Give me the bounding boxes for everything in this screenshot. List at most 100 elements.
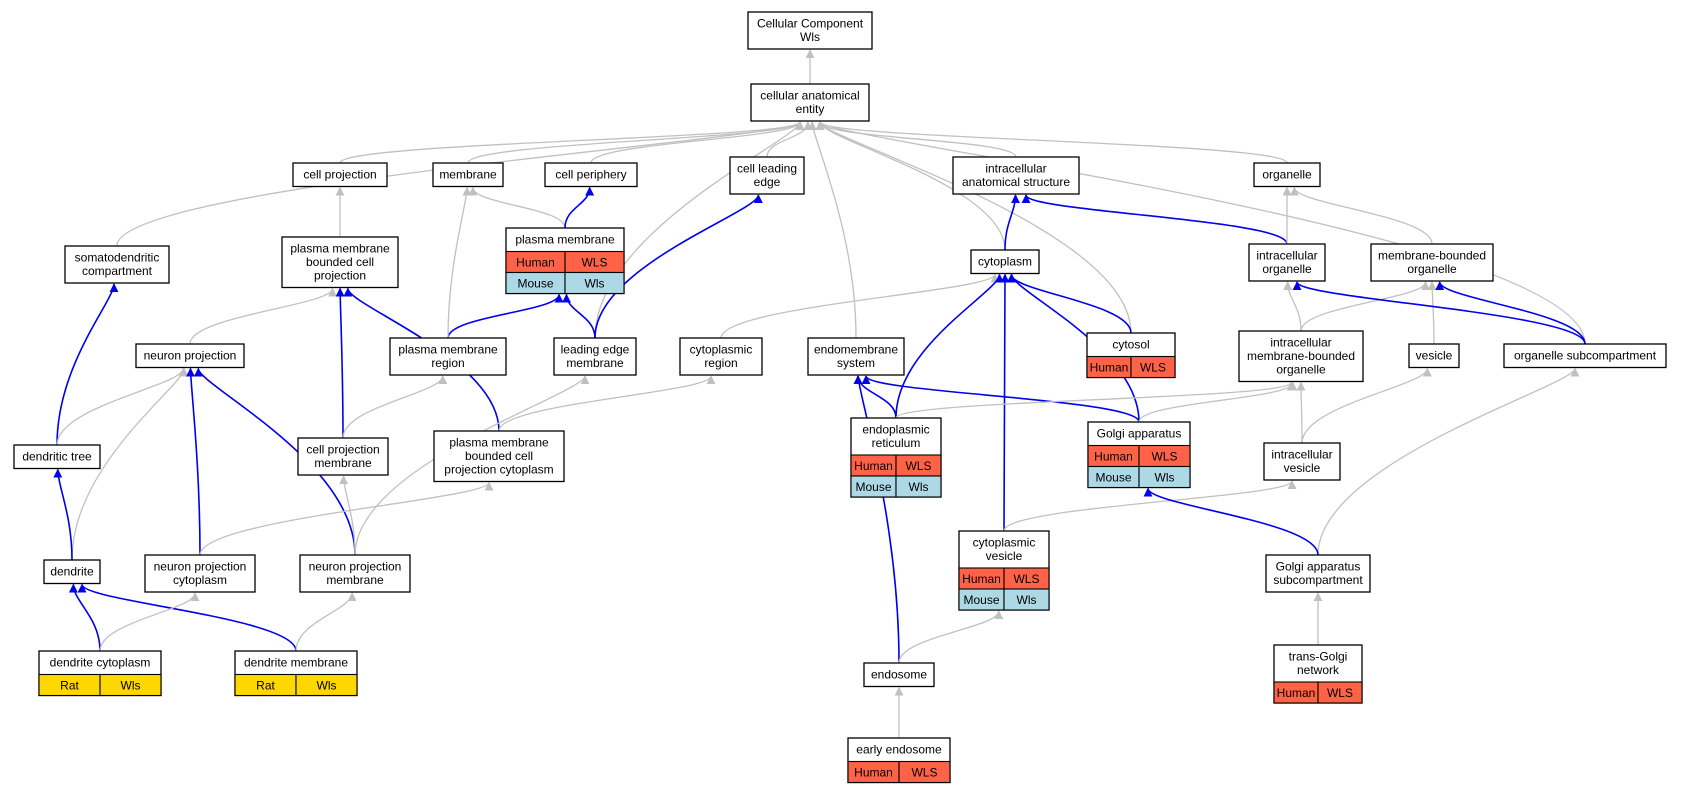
node-label: plasma membrane xyxy=(449,436,549,450)
node-label: intracellular xyxy=(985,162,1046,176)
edge-part-of-leading-edge-membrane-to-plasma-membrane xyxy=(562,293,596,339)
species-label: Mouse xyxy=(963,593,999,607)
node-vesicle[interactable]: vesicle xyxy=(1408,343,1460,369)
node-label: reticulum xyxy=(872,436,921,450)
edge-part-of-plasma-membrane-to-cell-periphery xyxy=(564,186,595,229)
node-box xyxy=(281,236,399,289)
node-dendrite[interactable]: dendrite xyxy=(43,559,101,585)
node-label: cytoplasmic xyxy=(690,343,753,357)
gene-label: Wls xyxy=(121,679,141,693)
node-label: dendrite cytoplasm xyxy=(50,656,151,670)
node-box xyxy=(544,162,638,188)
species-label: Human xyxy=(516,256,555,270)
edge-is-a-cell-leading-edge-to-cae xyxy=(766,121,813,158)
node-label: projection cytoplasm xyxy=(444,463,553,477)
node-label: region xyxy=(431,356,464,370)
node-label: endosome xyxy=(871,668,927,682)
node-organelle-subcompartment[interactable]: organelle subcompartment xyxy=(1503,343,1667,369)
gene-label: WLS xyxy=(905,459,931,473)
edge-part-of-pm-region-to-plasma-membrane xyxy=(447,293,564,339)
node-label: vesicle xyxy=(986,549,1023,563)
edge-is-a-cytoplasm-to-cae xyxy=(815,121,1006,251)
node-box xyxy=(729,156,805,195)
node-box xyxy=(863,662,935,688)
node-label: neuron projection xyxy=(154,560,247,574)
species-label: Human xyxy=(962,572,1001,586)
node-box xyxy=(553,337,637,376)
node-neuron-projection[interactable]: neuron projection xyxy=(135,343,245,369)
node-cytoplasm[interactable]: cytoplasm xyxy=(970,249,1040,275)
gene-cell xyxy=(295,673,358,697)
edge-part-of-dendrite-membrane-to-dendrite xyxy=(77,583,297,652)
node-box xyxy=(1253,162,1321,188)
edge-is-a-golgi-to-intracellular-mbo xyxy=(1138,381,1298,423)
node-box xyxy=(679,337,763,376)
node-box xyxy=(1238,330,1364,383)
edge-is-a-cytoplasmic-region-to-cytoplasm xyxy=(720,273,1000,339)
node-label: endoplasmic xyxy=(862,423,929,437)
species-label: Human xyxy=(1090,361,1129,375)
node-label: vesicle xyxy=(1416,349,1453,363)
gene-cell xyxy=(99,673,162,697)
species-label: Human xyxy=(1094,450,1133,464)
edge-part-of-dendrite-to-dendritic-tree xyxy=(53,468,73,561)
edge-part-of-organelle-subcompartment-to-intracellular-organelle xyxy=(1292,281,1586,345)
node-endosome[interactable]: endosome xyxy=(863,662,935,688)
node-cell-projection[interactable]: cell projection xyxy=(292,162,388,188)
node-label: cytoplasmic xyxy=(973,536,1036,550)
node-box xyxy=(970,249,1040,275)
node-label: plasma membrane xyxy=(398,343,498,357)
node-label: membrane xyxy=(566,356,624,370)
edge-part-of-organelle-subcompartment-to-membrane-bounded-organelle xyxy=(1435,281,1586,345)
node-label: plasma membrane xyxy=(290,242,390,256)
node-label: trans-Golgi xyxy=(1289,650,1348,664)
node-label: network xyxy=(1297,663,1340,677)
edge-is-a-pm-region-to-membrane xyxy=(447,186,472,339)
node-box xyxy=(1263,442,1341,481)
node-dendritic-tree[interactable]: dendritic tree xyxy=(13,444,101,470)
node-label: Wls xyxy=(800,30,820,44)
edge-is-a-endosome-to-cytoplasmic-vesicle xyxy=(898,610,1004,664)
node-label: vesicle xyxy=(1284,461,1321,475)
gene-cell xyxy=(898,760,951,784)
edge-is-a-dendritic-tree-to-neuron-projection xyxy=(56,367,188,446)
node-cell-periphery[interactable]: cell periphery xyxy=(544,162,638,188)
node-label: compartment xyxy=(82,264,153,278)
edge-is-a-plasma-membrane-to-membrane xyxy=(468,186,566,229)
node-box xyxy=(144,554,256,593)
edge-is-a-dendrite-cytoplasm-to-neuron-projection-cytoplasm xyxy=(99,592,200,652)
node-organelle[interactable]: organelle xyxy=(1253,162,1321,188)
node-membrane[interactable]: membrane xyxy=(432,162,504,188)
node-label: projection xyxy=(314,269,366,283)
node-box xyxy=(1408,343,1460,369)
